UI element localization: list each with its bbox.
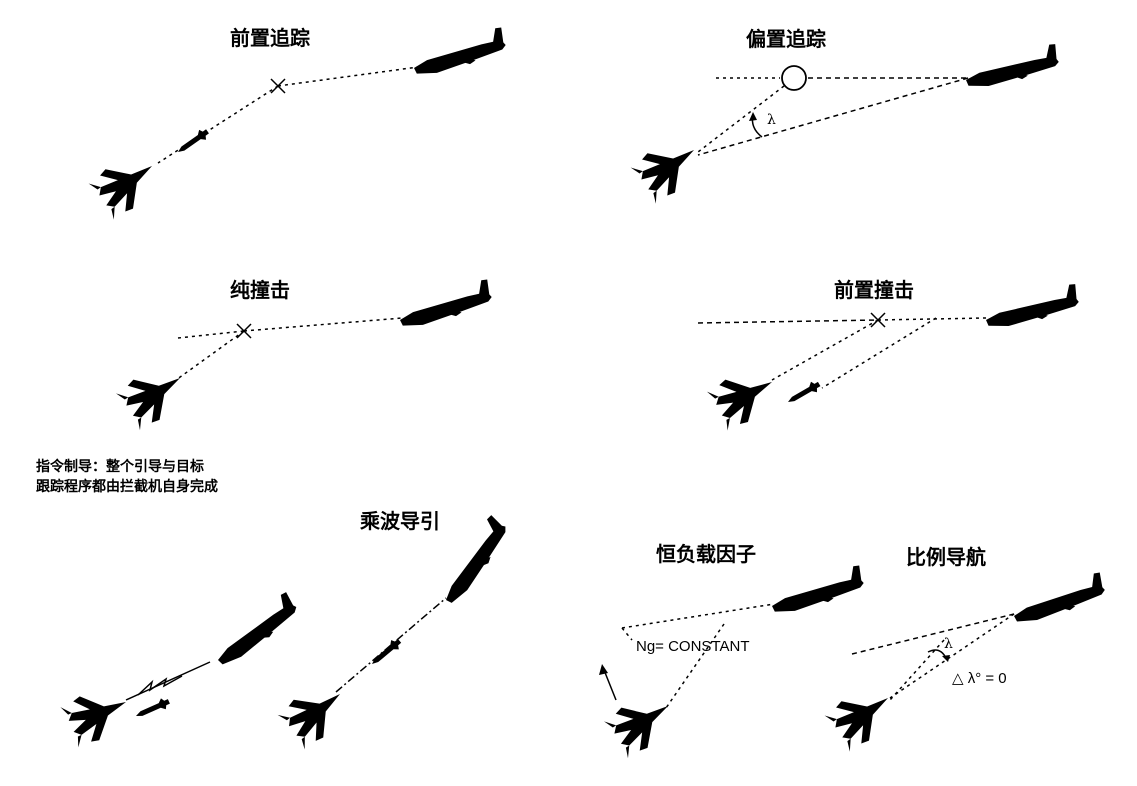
angle-label: λ bbox=[944, 636, 953, 652]
panel-proportional-nav: 比例导航 λ △ λ° = 0 bbox=[823, 545, 1108, 754]
panel-lead-collision: 前置撞击 bbox=[697, 278, 1081, 433]
missile-path bbox=[889, 639, 945, 701]
intercept-point-icon bbox=[781, 65, 807, 91]
bomber-aircraft-icon bbox=[410, 27, 509, 76]
missile-path bbox=[157, 85, 279, 164]
intercept-point-icon bbox=[236, 323, 252, 339]
collision-path bbox=[771, 319, 879, 381]
load-vector bbox=[603, 669, 617, 701]
panel-title-lead-collision: 前置撞击 bbox=[834, 278, 914, 302]
arrow-icon bbox=[599, 664, 608, 675]
arrow-icon bbox=[749, 112, 757, 121]
line-of-sight bbox=[697, 77, 969, 156]
fighter-jet-icon bbox=[705, 360, 784, 433]
missile-icon bbox=[368, 636, 404, 669]
fighter-jet-icon bbox=[629, 130, 708, 206]
target-path bbox=[277, 66, 419, 87]
missile-path bbox=[821, 317, 937, 389]
reference-line bbox=[177, 330, 245, 339]
note-line-1: 指令制导：整个引导与目标 bbox=[36, 458, 204, 475]
panel-title-constant-g: 恒负载因子 bbox=[656, 542, 756, 566]
panel-title-beam-riding: 乘波导引 bbox=[359, 509, 440, 533]
panel-lead-pursuit: 前置追踪 bbox=[87, 26, 509, 222]
panel-title-pure-collision: 纯撞击 bbox=[230, 278, 290, 302]
missile-path bbox=[665, 623, 725, 709]
fighter-jet-icon bbox=[59, 680, 136, 750]
formula-label: Ng= CONSTANT bbox=[636, 638, 750, 655]
bomber-aircraft-icon bbox=[963, 43, 1061, 88]
panel-title-lead-pursuit: 前置追踪 bbox=[230, 26, 310, 50]
intercept-point-icon bbox=[270, 78, 286, 94]
panel-constant-g: 恒负载因子 Ng= CONSTANT bbox=[599, 542, 867, 760]
note-line-2: 跟踪程序都由拦截机自身完成 bbox=[36, 478, 218, 495]
fighter-jet-icon bbox=[276, 675, 355, 752]
command-guidance-note: 指令制导：整个引导与目标 跟踪程序都由拦截机自身完成 bbox=[36, 458, 218, 495]
fighter-jet-icon bbox=[87, 146, 166, 222]
bomber-aircraft-icon bbox=[768, 565, 867, 614]
bomber-aircraft-icon bbox=[1009, 572, 1108, 624]
target-path bbox=[851, 613, 1015, 655]
collision-path bbox=[175, 330, 245, 381]
panel-pure-collision: 纯撞击 bbox=[114, 278, 495, 432]
panel-beam-riding: 乘波导引 bbox=[59, 509, 519, 752]
fighter-jet-icon bbox=[823, 678, 902, 754]
lightning-signal-icon bbox=[137, 675, 183, 696]
panel-title-offset-pursuit: 偏置追踪 bbox=[746, 27, 826, 51]
bomber-aircraft-icon bbox=[204, 591, 305, 668]
turn-path bbox=[621, 627, 633, 641]
bomber-aircraft-icon bbox=[396, 279, 495, 328]
target-path bbox=[877, 317, 987, 321]
missile-icon bbox=[174, 126, 211, 157]
missile-icon bbox=[785, 378, 823, 408]
angle-label: λ bbox=[767, 112, 776, 128]
bomber-aircraft-icon bbox=[983, 283, 1081, 328]
missile-icon bbox=[133, 695, 172, 722]
panel-offset-pursuit: 偏置追踪 λ bbox=[629, 27, 1061, 206]
target-path bbox=[243, 317, 403, 332]
fighter-jet-icon bbox=[114, 357, 194, 432]
formula-label: △ λ° = 0 bbox=[952, 670, 1007, 687]
target-path bbox=[621, 603, 775, 629]
arrow-icon bbox=[942, 655, 950, 662]
reference-line bbox=[697, 319, 879, 324]
panel-title-proportional-nav: 比例导航 bbox=[906, 545, 986, 569]
